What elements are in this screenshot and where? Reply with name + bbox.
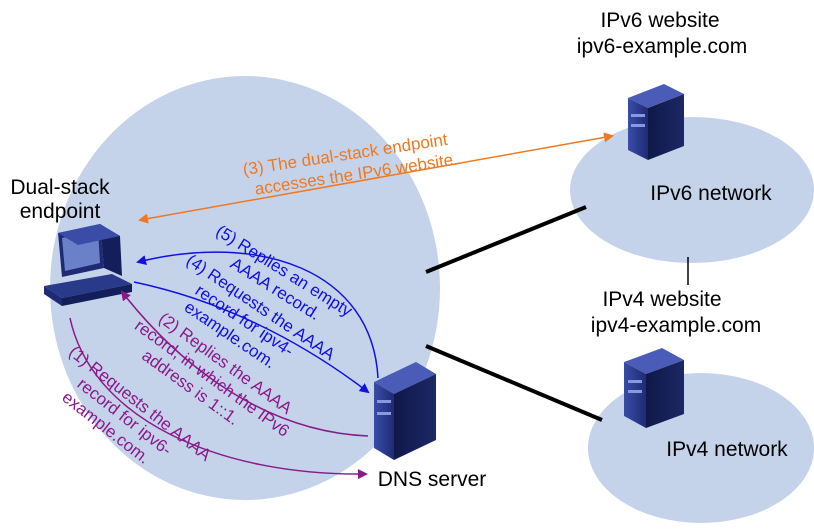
dns-server-label: DNS server xyxy=(378,468,487,491)
step3-arrow xyxy=(138,132,614,224)
ipv6-server-icon xyxy=(628,84,684,160)
ipv4-website-label-line2: ipv4-example.com xyxy=(591,314,761,337)
ipv4-network-label: IPv4 network xyxy=(666,438,788,461)
step2-arrow xyxy=(120,290,369,437)
endpoint-label-line2: endpoint xyxy=(20,200,101,223)
ipv6-network-label: IPv6 network xyxy=(650,182,772,205)
link-core-ipv4 xyxy=(425,344,603,422)
desktop-computer-icon xyxy=(44,224,132,306)
ipv4-website-label-line1: IPv4 website xyxy=(602,288,721,311)
step4-arrow xyxy=(133,281,370,394)
link-core-ipv6 xyxy=(425,205,587,274)
dns-server-icon xyxy=(374,362,436,460)
step5-arrow xyxy=(136,251,379,379)
step1-arrow xyxy=(69,317,368,480)
ipv6-website-label-line2: ipv6-example.com xyxy=(577,35,747,58)
endpoint-label-line1: Dual-stack xyxy=(10,176,110,199)
ipv4-server-icon xyxy=(624,348,684,428)
ipv6-network-cloud xyxy=(570,117,814,263)
ipv6-website-label-line1: IPv6 website xyxy=(600,9,719,32)
